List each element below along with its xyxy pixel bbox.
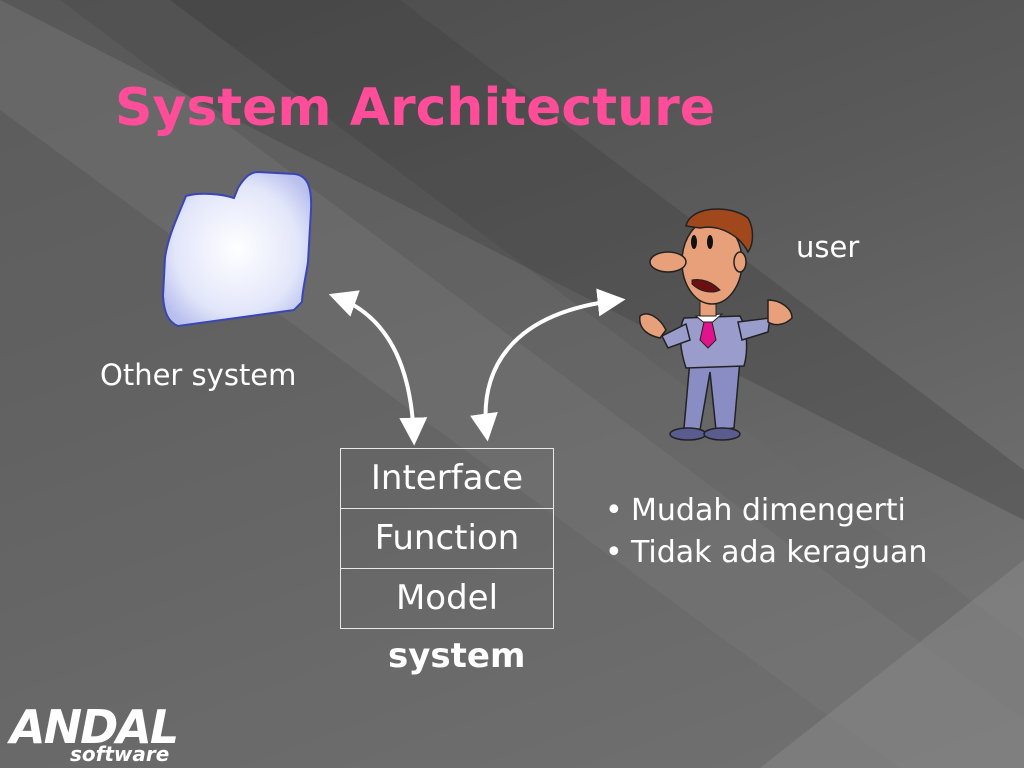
list-item: •Mudah dimengerti <box>605 490 927 532</box>
bullet-text: Tidak ada keraguan <box>631 535 928 570</box>
other-system-label: Other system <box>100 358 297 392</box>
logo-main-text: ANDAL <box>10 700 179 754</box>
bullet-dot-icon: • <box>605 535 623 570</box>
user-person-icon <box>639 208 793 441</box>
user-label: user <box>796 230 860 264</box>
list-item: •Tidak ada keraguan <box>605 532 927 574</box>
bullet-dot-icon: • <box>605 493 623 528</box>
layer-model: Model <box>395 578 499 618</box>
system-caption: system <box>388 636 526 676</box>
bidirectional-arrow-icon <box>328 290 428 446</box>
layer-interface: Interface <box>341 449 553 509</box>
layer-function: Function <box>341 509 553 569</box>
andal-software-logo: ANDAL software <box>8 700 179 766</box>
page-title: System Architecture <box>115 78 716 138</box>
other-system-blob-icon <box>161 170 313 328</box>
bullet-text: Mudah dimengerti <box>631 493 906 528</box>
logo-sub-text: software <box>70 742 170 766</box>
system-layer-stack: Interface Function Model <box>340 448 554 629</box>
bidirectional-arrow-icon <box>470 288 626 442</box>
bullet-list: •Mudah dimengerti •Tidak ada keraguan <box>605 490 927 574</box>
